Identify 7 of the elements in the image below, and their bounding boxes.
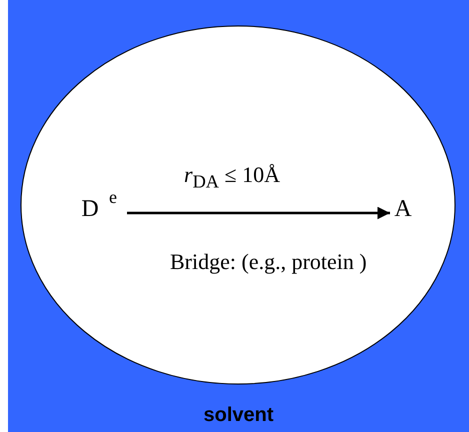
electron-label: e: [109, 188, 117, 208]
solvent-label: solvent: [202, 404, 275, 426]
bridge-label: Bridge: (e.g., protein ): [170, 248, 368, 276]
node-letter: A: [388, 194, 418, 224]
arrow: [127, 206, 390, 220]
solvent-background: [8, 0, 469, 432]
node-letter: D: [75, 194, 105, 224]
